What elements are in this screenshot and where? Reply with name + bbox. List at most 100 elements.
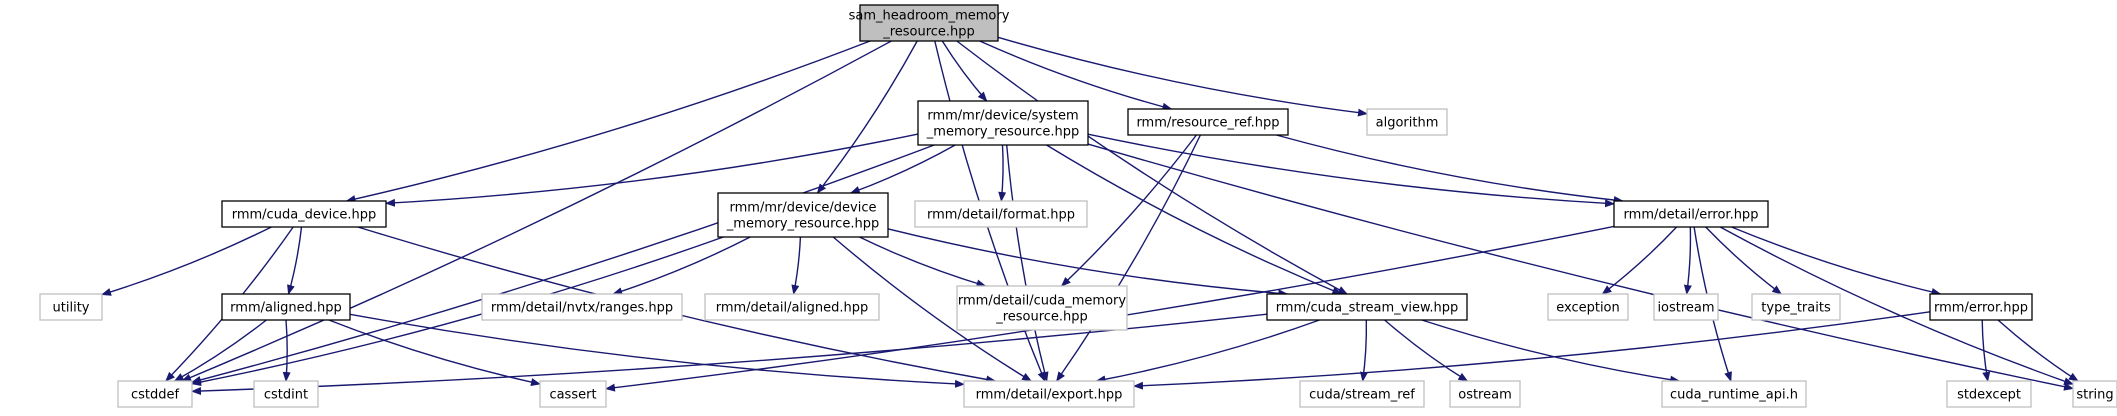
edge-devmem-to-cudamemres	[859, 236, 987, 288]
edge-resref-to-export	[1056, 134, 1202, 382]
node-box-cstddef	[117, 380, 193, 408]
node-sysmem[interactable]: rmm/mr/device/system_memory_resource.hpp	[917, 100, 1089, 146]
edge-rmmerror-to-stdexcept	[1981, 319, 1991, 382]
edge-aligned-to-export	[349, 313, 965, 388]
node-label-cstdint: cstdint	[264, 388, 308, 403]
edge-root-to-streamview	[956, 40, 1348, 295]
edge-devmem-to-detaligned	[791, 236, 802, 295]
edge-root-to-algorithm	[997, 36, 1368, 117]
edge-deterr-to-iostream	[1683, 226, 1692, 295]
node-nvtx: rmm/detail/nvtx/ranges.hpp	[481, 293, 683, 321]
edge-rmmerror-to-export	[1133, 311, 1931, 390]
node-box-cudart	[1661, 380, 1807, 408]
edge-cudadev-to-aligned	[287, 226, 303, 295]
edge-streamview-to-export	[1095, 319, 1320, 384]
edge-deterr-to-typetraits	[1705, 226, 1783, 295]
node-string: string	[2072, 380, 2117, 408]
edge-sysmem-to-string	[1087, 143, 2074, 391]
node-exception: exception	[1547, 293, 1629, 321]
edge-root-to-resref	[979, 40, 1173, 111]
node-label-cudamemres: _resource.hpp	[995, 310, 1088, 325]
node-box-cassert	[539, 380, 607, 408]
node-label-cstddef: cstddef	[131, 388, 180, 403]
node-box-utility	[39, 293, 103, 321]
node-box-ostream	[1449, 380, 1521, 408]
node-rmmerror[interactable]: rmm/error.hpp	[1929, 293, 2033, 321]
edge-devmem-to-cstddef	[191, 236, 724, 386]
node-detaligned: rmm/detail/aligned.hpp	[704, 293, 880, 321]
edge-devmem-to-streamview	[887, 228, 1289, 298]
node-box-nvtx	[481, 293, 683, 321]
node-label-cassert: cassert	[549, 388, 596, 403]
edge-root-to-cstddef	[181, 40, 892, 382]
edge-root-to-cudadev	[345, 40, 871, 203]
node-box-cstdint	[253, 380, 319, 408]
node-label-cudart: cuda_runtime_api.h	[1670, 388, 1798, 403]
node-typetraits: type_traits	[1751, 293, 1841, 321]
edge-deterr-to-exception	[1601, 226, 1678, 295]
node-box-algorithm	[1366, 108, 1448, 136]
node-label-ostream: ostream	[1458, 388, 1512, 403]
node-root[interactable]: sam_headroom_memory_resource.hpp	[849, 4, 1010, 42]
node-label-devmem: _memory_resource.hpp	[726, 217, 879, 232]
node-label-exception: exception	[1556, 301, 1620, 316]
edge-aligned-to-cassert	[328, 319, 541, 386]
node-label-devmem: rmm/mr/device/device	[730, 201, 877, 216]
edge-root-to-sysmem	[941, 40, 988, 102]
node-label-format: rmm/detail/format.hpp	[927, 208, 1075, 223]
node-cstdint: cstdint	[253, 380, 319, 408]
edge-sysmem-to-devmem	[849, 144, 956, 194]
node-box-streamview	[1266, 293, 1468, 321]
node-box-exception	[1547, 293, 1629, 321]
edge-sysmem-to-streamview	[1046, 144, 1343, 295]
node-resref[interactable]: rmm/resource_ref.hpp	[1127, 108, 1289, 136]
node-cudart: cuda_runtime_api.h	[1661, 380, 1807, 408]
node-label-nvtx: rmm/detail/nvtx/ranges.hpp	[491, 301, 673, 316]
node-layer: sam_headroom_memory_resource.hpp rmm/mr/d…	[39, 4, 2117, 408]
node-cassert: cassert	[539, 380, 607, 408]
node-label-cudadev: rmm/cuda_device.hpp	[232, 208, 377, 223]
node-format: rmm/detail/format.hpp	[914, 200, 1088, 228]
node-streamview[interactable]: rmm/cuda_stream_view.hpp	[1266, 293, 1468, 321]
edge-sysmem-to-deterr	[1087, 133, 1615, 208]
node-box-rmmerror	[1929, 293, 2033, 321]
node-aligned[interactable]: rmm/aligned.hpp	[221, 293, 351, 321]
edge-streamview-to-cudart	[1421, 319, 1681, 384]
node-devmem[interactable]: rmm/mr/device/device_memory_resource.hpp	[717, 192, 889, 238]
node-box-cudamemres	[956, 285, 1128, 331]
node-box-export	[963, 380, 1135, 408]
node-label-algorithm: algorithm	[1376, 116, 1439, 131]
node-label-sysmem: _memory_resource.hpp	[926, 125, 1079, 140]
edge-deterr-to-rmmerror	[1731, 226, 1942, 296]
node-box-aligned	[221, 293, 351, 321]
node-label-iostream: iostream	[1657, 301, 1714, 316]
edge-streamview-to-ostream	[1384, 319, 1469, 382]
edge-streamview-to-streamref	[1359, 319, 1368, 382]
node-stdexcept: stdexcept	[1946, 380, 2032, 408]
edge-sysmem-to-cudadev	[385, 133, 919, 207]
node-box-streamref	[1299, 380, 1425, 408]
node-box-sysmem	[917, 100, 1089, 146]
node-cstddef: cstddef	[117, 380, 193, 408]
node-label-sysmem: rmm/mr/device/system	[927, 109, 1078, 124]
node-export: rmm/detail/export.hpp	[963, 380, 1135, 408]
node-cudadev[interactable]: rmm/cuda_device.hpp	[221, 200, 387, 228]
edge-sysmem-to-format	[998, 144, 1007, 202]
edge-aligned-to-cstdint	[282, 319, 291, 382]
edge-devmem-to-nvtx	[612, 236, 751, 296]
node-label-detaligned: rmm/detail/aligned.hpp	[716, 301, 869, 316]
edge-resref-to-deterr	[1276, 134, 1624, 205]
node-box-cudadev	[221, 200, 387, 228]
node-label-deterr: rmm/detail/error.hpp	[1624, 208, 1759, 223]
node-algorithm: algorithm	[1366, 108, 1448, 136]
node-cudamemres: rmm/detail/cuda_memory_resource.hpp	[956, 285, 1128, 331]
node-box-stdexcept	[1946, 380, 2032, 408]
node-label-resref: rmm/resource_ref.hpp	[1136, 116, 1279, 131]
node-label-typetraits: type_traits	[1761, 301, 1831, 316]
node-deterr[interactable]: rmm/detail/error.hpp	[1613, 200, 1769, 228]
node-label-utility: utility	[53, 301, 90, 316]
node-utility: utility	[39, 293, 103, 321]
node-label-aligned: rmm/aligned.hpp	[230, 301, 342, 316]
edge-rmmerror-to-string	[1997, 319, 2079, 382]
